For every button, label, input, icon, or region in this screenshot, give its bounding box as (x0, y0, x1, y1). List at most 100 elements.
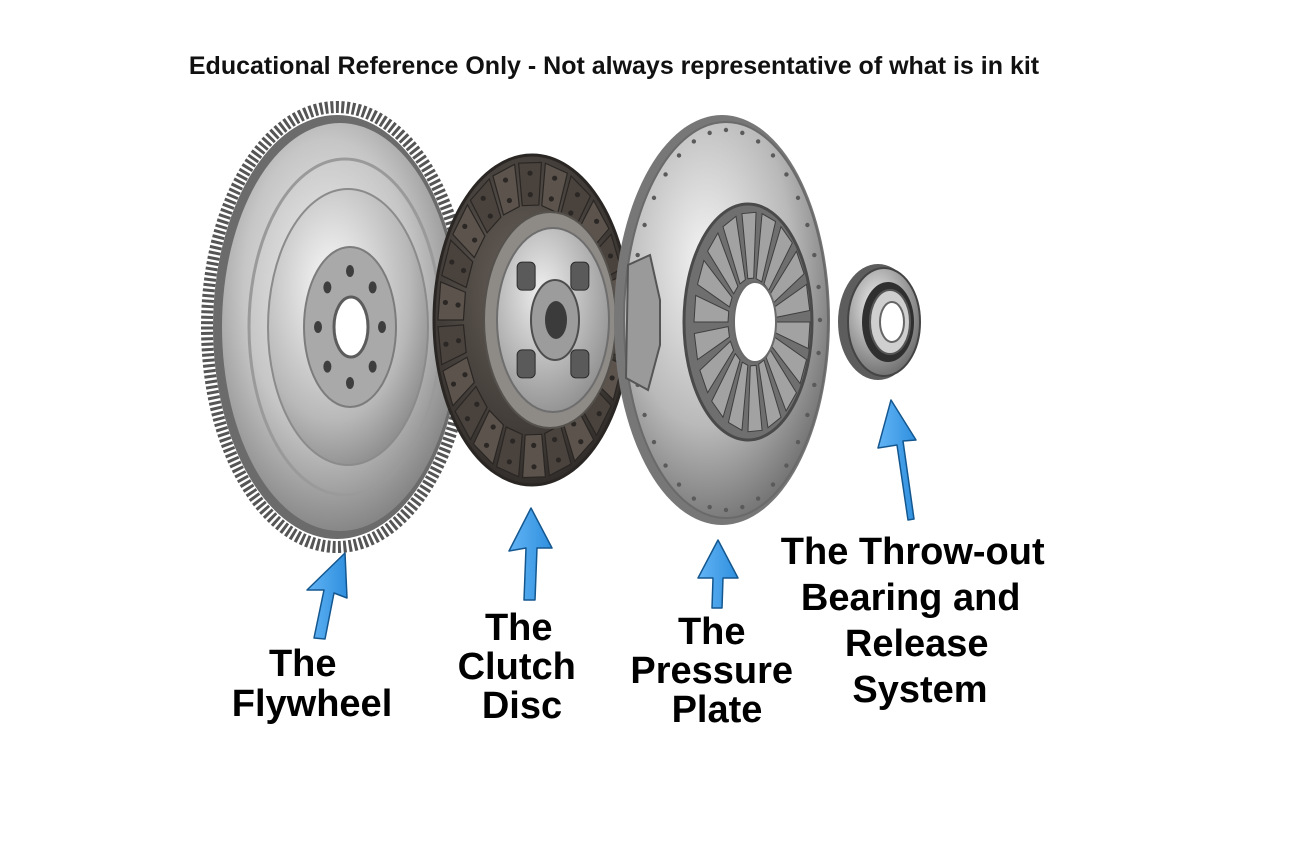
friction-rivet (443, 341, 449, 347)
friction-rivet (472, 237, 478, 243)
friction-rivet (464, 416, 471, 422)
friction-rivet (480, 195, 486, 201)
friction-rivet (450, 381, 457, 387)
flywheel-label-line-2: Flywheel (232, 683, 393, 725)
friction-rivet (531, 464, 537, 470)
friction-rivet (487, 213, 493, 219)
cover-hole (795, 439, 801, 445)
cover-hole (817, 317, 823, 323)
clutch-disc-illustration (432, 153, 632, 487)
friction-pad (469, 177, 502, 234)
friction-rivet (574, 192, 581, 198)
diaphragm-finger (706, 231, 739, 295)
cover-hole (723, 507, 729, 513)
friction-rivet (552, 175, 558, 181)
friction-pad (544, 424, 572, 477)
cover-hole (816, 350, 821, 356)
flywheel-bolt-hole (323, 281, 332, 294)
friction-rivet (609, 375, 615, 381)
cover-hole (770, 153, 776, 158)
friction-rivet (555, 457, 562, 463)
friction-pad (452, 203, 486, 259)
friction-pad (437, 281, 467, 321)
flywheel-bolt-hole (323, 360, 332, 373)
cover-hole (663, 463, 668, 468)
friction-pad (454, 385, 488, 441)
pressure-plate-label-line-3: Plate (672, 689, 763, 731)
cover-hole (812, 252, 817, 258)
diaphragm-finger (741, 211, 757, 280)
friction-rivet (596, 411, 602, 417)
diaphragm-finger (755, 212, 777, 283)
cover-hole (707, 130, 712, 136)
diaphragm-finger (693, 294, 730, 323)
damper-spring (570, 349, 590, 379)
cover-hole (816, 284, 821, 290)
throwout-bearing-label-line-1: The Throw-out (781, 531, 1045, 573)
flywheel-illustration (201, 101, 473, 553)
cover-hole (663, 172, 668, 177)
damper-spring (570, 261, 590, 291)
friction-pad (541, 162, 569, 214)
friction-rivet (548, 196, 554, 202)
throwout-bearing-label-line-3: Release (845, 623, 989, 665)
cover-hole (812, 382, 817, 388)
flywheel-arrow (306, 552, 348, 640)
friction-rivet (490, 424, 496, 430)
friction-rivet (455, 338, 462, 344)
diaphragm-finger (711, 352, 741, 419)
flywheel-bolt-hole (368, 360, 377, 373)
diaphragm-finger (699, 340, 735, 394)
clutch-disc-label: The Clutch Disc (458, 607, 587, 727)
friction-rivet (607, 253, 614, 259)
friction-rivet (510, 438, 516, 444)
cover-hole (651, 195, 657, 201)
friction-rivet (593, 218, 600, 224)
cover-hole (755, 139, 761, 144)
clutch-disc-arrow (508, 507, 553, 601)
cover-hole (784, 172, 789, 177)
throwout-bearing-label-line-4: System (852, 669, 987, 711)
friction-rivet (462, 223, 468, 229)
friction-rivet (552, 436, 558, 443)
friction-rivet (506, 197, 512, 204)
friction-pad (442, 356, 475, 407)
cover-hole (676, 153, 682, 158)
cover-hole (642, 222, 647, 228)
cover-hole (691, 139, 697, 144)
friction-pad (472, 409, 505, 466)
cover-hole (723, 127, 729, 133)
diaphragm-finger (727, 361, 749, 432)
page-title: Educational Reference Only - Not always … (189, 52, 1040, 80)
diaphragm-finger (747, 364, 763, 433)
friction-rivet (506, 459, 512, 465)
clutch-disc-label-line-1: The (485, 607, 553, 649)
cover-hole (805, 412, 810, 418)
throwout-bearing-illustration (838, 264, 921, 380)
friction-rivet (502, 177, 509, 183)
pressure-plate-label-line-2: Pressure (630, 650, 793, 692)
cover-hole (805, 222, 810, 228)
flywheel-label: The Flywheel (232, 643, 393, 725)
cover-hole (770, 482, 776, 487)
friction-pad (441, 238, 474, 289)
cover-hole (740, 130, 745, 136)
friction-rivet (474, 401, 480, 407)
throwout-bearing-label-line-2: Bearing and (801, 577, 1021, 619)
friction-rivet (527, 192, 533, 198)
diaphragm-finger (758, 359, 782, 429)
flywheel-bolt-hole (346, 377, 354, 389)
friction-rivet (460, 267, 467, 274)
cover-hole (691, 496, 697, 501)
pressure-plate-arrow (697, 539, 739, 609)
diaphragm-finger (722, 215, 746, 285)
cover-hole (707, 504, 712, 510)
friction-pad (521, 433, 547, 479)
friction-rivet (578, 439, 584, 445)
friction-pad (495, 426, 523, 478)
friction-rivet (527, 170, 533, 176)
flywheel-bolt-hole (368, 281, 377, 294)
pressure-plate-label: The Pressure Plate (630, 611, 803, 731)
pressure-plate-label-line-1: The (678, 611, 746, 653)
